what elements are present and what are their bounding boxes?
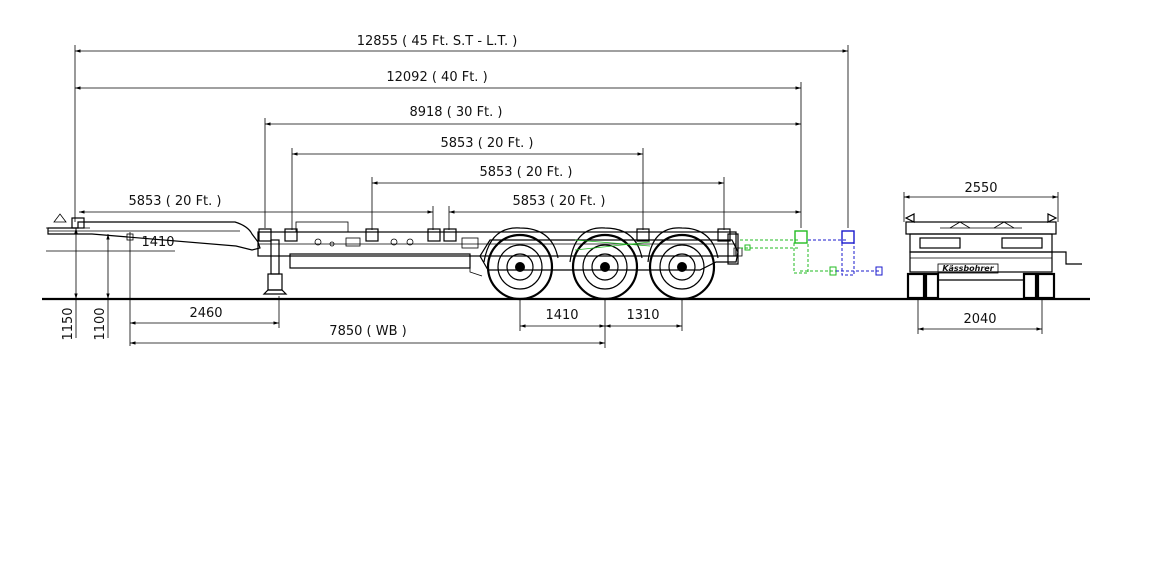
dim-axle-spacing-1: 1410 [545,308,578,323]
wheel-1 [486,233,554,301]
dimension-group-bottom: 1410 1150 1100 2460 7850 ( WB ) 1410 131… [46,227,683,348]
dim-length-20ft-middle: 5853 ( 20 Ft. ) [479,165,572,180]
dim-overall-45ft: 12855 ( 45 Ft. S.T - L.T. ) [357,34,518,49]
landing-gear [262,239,292,295]
dim-track-width: 2040 [963,312,996,327]
dim-length-40ft: 12092 ( 40 Ft. ) [386,70,487,85]
wheel-2 [571,233,639,301]
dim-length-20ft-front: 5853 ( 20 Ft. ) [128,194,221,209]
dim-axle-spacing-2: 1310 [626,308,659,323]
dim-rear-width: 2550 [964,181,997,196]
chassis-details [314,237,483,277]
dim-length-30ft: 8918 ( 30 Ft. ) [409,105,502,120]
trailer-side-view [47,213,743,301]
extension-blue [808,230,883,276]
dim-wheelbase: 7850 ( WB ) [329,324,406,339]
dim-height-1150: 1150 [61,307,76,340]
trailer-rear-view: 2550 Kässbohrer 2040 [903,181,1082,334]
extension-green [574,230,837,276]
twist-locks [258,228,731,242]
dim-kingpin-height: 1410 [141,235,174,250]
wheels [483,227,719,301]
dim-length-20ft-upper: 5853 ( 20 Ft. ) [440,136,533,151]
dim-height-1100: 1100 [93,307,108,340]
brand-logo: Kässbohrer [942,264,994,273]
dim-length-20ft-rear: 5853 ( 20 Ft. ) [512,194,605,209]
dimension-group-top: 12855 ( 45 Ft. S.T - L.T. ) 12092 ( 40 F… [74,34,849,230]
wheel-3 [648,233,716,301]
dim-landing-gear: 2460 [189,306,222,321]
extension-positions [574,230,883,276]
